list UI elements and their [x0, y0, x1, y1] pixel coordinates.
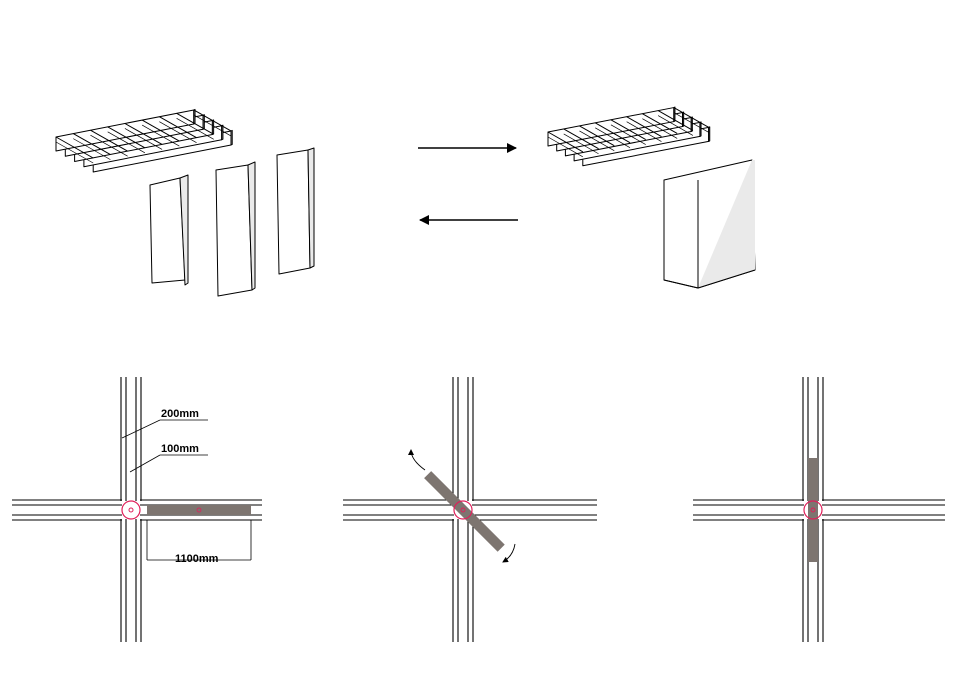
deck-cross-bar-edge	[73, 138, 111, 160]
deck-bar-end	[193, 108, 196, 125]
pivot-center-icon	[810, 507, 816, 513]
deck-cross-bar-edge	[159, 121, 197, 144]
deck-cross-bar-edge	[595, 127, 631, 148]
slat-bar	[808, 458, 818, 562]
dimension-frame-width: 200mm	[121, 408, 208, 439]
deck-cross-bar	[626, 116, 662, 137]
deck-cross-bar	[124, 123, 163, 145]
dimension-label-gap: 100mm	[161, 443, 199, 455]
deck-bar-end	[230, 129, 233, 146]
closed-box-body	[663, 159, 756, 289]
deck-cross-bar	[176, 112, 215, 135]
deck-bar-end	[708, 126, 711, 142]
dimension-label-frame: 200mm	[161, 408, 199, 420]
deck-cross-bar-edge	[141, 124, 180, 147]
deck-cross-bar	[72, 133, 111, 156]
grating-closed-illustration	[547, 106, 756, 289]
pivot-slat	[808, 458, 818, 562]
plan-view-rotating	[343, 377, 597, 642]
deck-cross-bar	[107, 126, 146, 149]
rotate-arrow-icon	[408, 449, 426, 471]
pivot-slat	[147, 505, 251, 515]
deck-cross-bar	[159, 116, 197, 139]
pivot-circle-icon	[803, 500, 823, 520]
deck-cross-bar-edge	[90, 134, 128, 157]
deck-cross-bar	[193, 109, 232, 132]
deck-cross-bar	[657, 110, 694, 131]
deck-bar-end	[699, 121, 702, 137]
deck-cross-bar-edge	[642, 118, 678, 139]
plan-view-closed	[693, 377, 945, 642]
hanging-fin	[276, 147, 315, 275]
grating-deck	[55, 108, 233, 173]
hanging-fin	[215, 161, 256, 297]
deck-cross-bar	[563, 128, 599, 150]
deck-bar-end	[202, 114, 205, 130]
deck-bar-end	[682, 111, 685, 128]
deck-cross-bar-edge	[193, 114, 232, 137]
dimension-label-slat: 1100mm	[175, 553, 219, 565]
deck-cross-bar	[594, 122, 631, 144]
deck-bar-end	[690, 116, 693, 132]
deck-cross-bar-edge	[626, 121, 662, 142]
deck-cross-bar-edge	[547, 136, 583, 158]
deck-cross-bar	[610, 119, 646, 141]
deck-cross-bar-edge	[579, 130, 615, 151]
deck-cross-bar-edge	[55, 141, 94, 164]
deck-cross-bar	[90, 129, 128, 152]
deck-cross-bar	[673, 107, 709, 128]
grating-deck	[547, 106, 711, 167]
dimension-gap-width: 100mm	[129, 443, 208, 473]
dimension-slat-length: 1100mm	[146, 520, 252, 565]
rotate-arrow-icon	[502, 543, 516, 563]
deck-cross-bar	[642, 113, 678, 134]
deck-cross-bar-edge	[107, 131, 146, 154]
slat-bar	[147, 505, 251, 515]
deck-bar-end	[221, 124, 224, 141]
deck-cross-bar	[579, 125, 615, 147]
deck-cross-bar	[55, 136, 94, 159]
deck-cross-bar-edge	[673, 112, 709, 133]
hanging-fin	[149, 174, 189, 286]
deck-bar-end	[211, 119, 215, 135]
grating-open-fins-illustration	[55, 108, 315, 297]
deck-cross-bar	[547, 131, 584, 153]
deck-bar-end	[673, 106, 676, 123]
deck-cross-bar-edge	[563, 133, 599, 155]
deck-cross-bar	[141, 119, 180, 142]
slat-center-mark	[196, 507, 202, 513]
pivot-circle-icon	[453, 500, 473, 520]
deck-cross-bar-edge	[610, 124, 646, 145]
pivot-center-icon	[460, 507, 466, 513]
deck-cross-bar-edge	[124, 128, 163, 150]
plan-view-open	[12, 377, 262, 642]
deck-cross-bar-edge	[176, 118, 214, 140]
pivot-circle-icon	[121, 500, 141, 520]
deck-cross-bar-edge	[657, 115, 694, 136]
pivot-center-icon	[128, 507, 134, 513]
